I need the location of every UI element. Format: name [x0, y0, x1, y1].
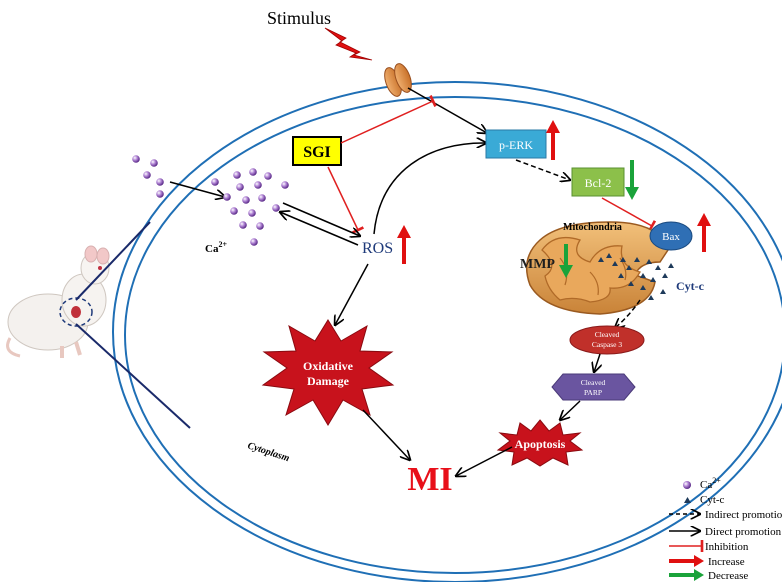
bcl2-decrease-arrow	[625, 160, 639, 200]
parp-label-line1: Cleaved	[581, 378, 606, 387]
legend: Ca2+ Cyt-c Indirect promotion Direct pro…	[669, 476, 782, 582]
legend-decrease-label: Decrease	[708, 570, 748, 582]
legend-increase-label: Increase	[708, 556, 745, 568]
legend-direct-label: Direct promotion	[705, 526, 782, 538]
legend-calcium-icon	[683, 481, 691, 489]
bcl2-label: Bcl-2	[585, 176, 612, 190]
mouse-image	[6, 245, 110, 358]
receptor-channel-icon	[384, 63, 412, 97]
arrow-stimulus-perk	[407, 87, 487, 133]
perk-label: p-ERK	[499, 138, 533, 152]
mmp-label: MMP	[520, 257, 555, 272]
cell-membrane-outer	[112, 81, 782, 582]
cytochrome-c-markers	[598, 253, 674, 300]
mitochondria-label: Mitochondria	[563, 222, 622, 233]
inhibition-bcl2-bax	[601, 197, 657, 232]
arrow-caspase-parp	[594, 353, 600, 372]
legend-increase-icon	[669, 555, 704, 567]
legend-cytc-label: Cyt-c	[700, 494, 725, 506]
arrow-parp-apoptosis	[560, 400, 581, 420]
cytc-label: Cyt-c	[676, 279, 705, 293]
calcium-cluster-inside	[211, 168, 289, 246]
arrow-ros-to-calcium	[280, 212, 359, 246]
perk-increase-arrow	[546, 120, 560, 160]
arrow-perk-bcl2	[515, 159, 570, 180]
apoptosis-label: Apoptosis	[515, 437, 566, 451]
stimulus-label: Stimulus	[267, 8, 331, 28]
inhibition-sgi-receptor	[340, 94, 437, 144]
ros-increase-arrow	[397, 225, 411, 264]
arrow-calcium-influx	[169, 181, 225, 197]
parp-hexagon	[551, 373, 636, 401]
zoom-line-bottom	[75, 323, 191, 429]
legend-cytc-icon	[684, 497, 691, 503]
caspase3-label-line2: Caspase 3	[592, 340, 622, 349]
parp-label-line2: PARP	[584, 388, 602, 397]
caspase3-label-line1: Cleaved	[595, 330, 620, 339]
cell-membrane-inner	[124, 96, 782, 574]
bax-ellipse	[649, 221, 693, 251]
mmp-decrease-arrow	[559, 244, 573, 278]
mi-label: MI	[407, 461, 452, 498]
arrow-oxidative-mi	[362, 409, 410, 460]
lightning-icon	[324, 27, 373, 61]
bcl2-box	[571, 167, 625, 197]
inhibition-sgi-ros	[327, 166, 364, 234]
arrow-calcium-to-ros	[282, 202, 360, 236]
calcium-cluster-outside	[132, 155, 164, 198]
zoom-line-top	[75, 221, 151, 301]
caspase3-ellipse	[569, 325, 645, 355]
ros-label: ROS	[362, 240, 393, 257]
arrow-ros-oxidative	[335, 263, 369, 325]
perk-box	[485, 129, 547, 159]
oxidative-damage-burst	[261, 319, 395, 426]
arrow-ros-perk	[373, 143, 486, 235]
legend-inhibition-label: Inhibition	[705, 541, 749, 553]
cytoplasm-label: Cytoplasm	[246, 440, 291, 464]
oxidative-label-line1: Oxidative	[303, 359, 354, 373]
bax-increase-arrow	[697, 213, 711, 252]
arrow-cytc-caspase	[615, 299, 641, 328]
bax-label: Bax	[662, 231, 680, 243]
calcium-label: Ca2+	[205, 240, 227, 255]
legend-calcium-label: Ca2+	[700, 476, 721, 491]
sgi-box	[292, 136, 342, 166]
arrow-apoptosis-mi	[456, 446, 513, 476]
apoptosis-burst	[496, 419, 584, 467]
legend-indirect-label: Indirect promotion	[705, 509, 782, 521]
sgi-label: SGI	[303, 144, 331, 161]
oxidative-label-line2: Damage	[307, 374, 350, 388]
legend-decrease-icon	[669, 569, 704, 581]
